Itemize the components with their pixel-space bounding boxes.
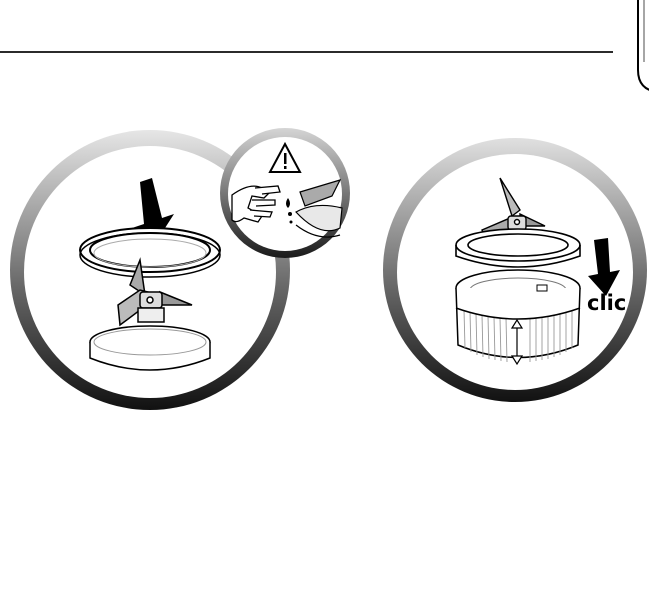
inset-blade-icon [295,179,343,238]
down-arrow-icon [132,178,174,242]
gasket-icon [79,227,221,278]
blade-icon [117,257,193,327]
threaded-base-icon [455,269,581,363]
page-edge-tab [637,0,649,91]
warning-inset [220,128,350,258]
base-plate-icon [89,325,211,371]
down-arrow-icon [588,238,620,296]
step-2-illustration [383,138,647,402]
clic-label: clic [587,291,627,315]
header-rule [0,51,613,53]
alignment-arrows-icon [510,318,524,366]
water-drops-icon [286,198,293,224]
step-1-illustration [10,128,350,410]
hand-icon [231,185,281,223]
warning-icon [268,141,302,173]
gasket-ring-icon [455,228,581,268]
